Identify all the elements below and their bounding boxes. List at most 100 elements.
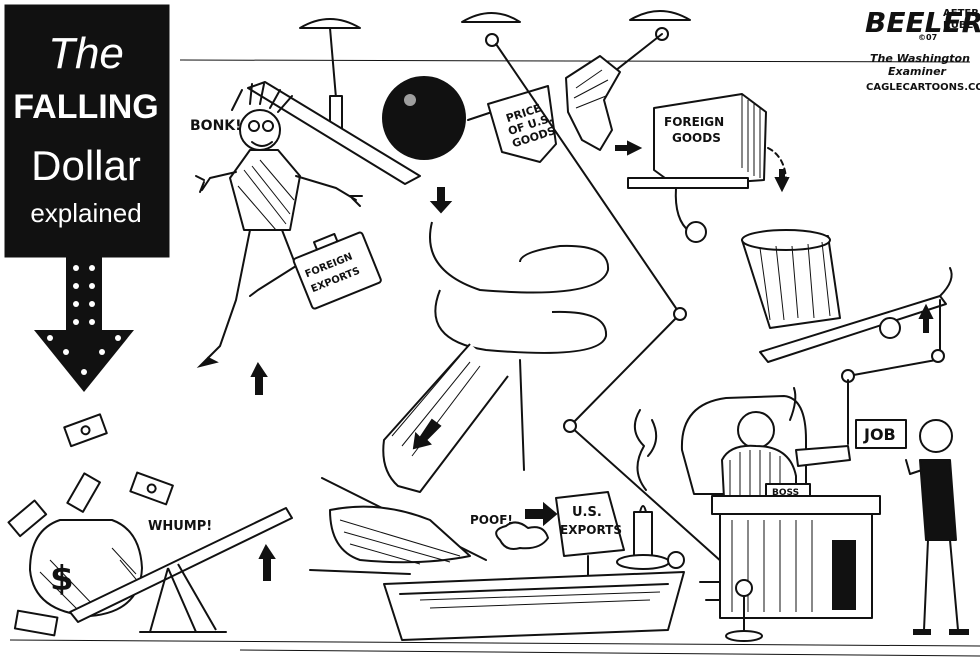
- up-arrow-lever: [918, 303, 934, 333]
- hair-spikes: [231, 83, 293, 113]
- year-text: ©07: [918, 33, 937, 42]
- arrow-bulbs: [47, 265, 121, 375]
- ceiling-hooks: [299, 10, 691, 99]
- us-exports-sign: U.S. EXPORTS: [555, 491, 625, 579]
- slide-middle-turn: [434, 289, 608, 354]
- candle: [616, 409, 685, 570]
- candle-dish: [616, 554, 670, 570]
- boss-head: [737, 411, 775, 449]
- foreign-goods-box: FOREIGN GOODS: [627, 93, 790, 243]
- lower-seesaw: [69, 507, 293, 633]
- title-falling: FALLING: [13, 88, 158, 126]
- artist-signature: BEELER: [865, 6, 980, 39]
- upper-plank: [247, 81, 421, 185]
- title-sign: The FALLING Dollar explained: [4, 4, 170, 392]
- signature-block: BEELER AFTER RUBE ©07 The Washington Exa…: [865, 6, 980, 93]
- ceiling-line: [179, 59, 971, 63]
- bowling-ball: [382, 76, 466, 160]
- slide-chute: [382, 343, 509, 493]
- poof-cloud: [495, 521, 549, 550]
- paper-name-line1: The Washington: [870, 52, 970, 65]
- boss-label: BOSS: [772, 488, 799, 498]
- boot-assembly: [565, 55, 643, 156]
- bill-2: [129, 471, 174, 506]
- boss-at-desk: JOB BOSS: [680, 387, 907, 619]
- hook-left: [299, 18, 361, 29]
- lever-hook: [939, 267, 953, 297]
- down-arrow-slide: [412, 418, 442, 450]
- slide-top-turn: [429, 221, 610, 294]
- bill-5: [66, 472, 101, 513]
- hook-right: [629, 10, 691, 21]
- upper-seesaw: [247, 76, 466, 185]
- candle-smoke: [633, 409, 658, 491]
- trash-can-lever: [741, 229, 953, 363]
- bonk-sound: BONK!: [190, 118, 242, 134]
- kicking-boot: [565, 55, 621, 151]
- standing-worker: [905, 419, 969, 635]
- money-bag: $: [29, 519, 143, 617]
- man-head: [239, 109, 281, 151]
- slide-pole: [519, 359, 525, 471]
- box-label-2: GOODS: [672, 131, 721, 145]
- whump-sound: WHUMP!: [148, 519, 212, 534]
- desk-top: [711, 495, 881, 515]
- man-left-arm: [195, 171, 237, 193]
- foreign-exports-briefcase: FOREIGN EXPORTS: [292, 231, 382, 310]
- lower-plank: [69, 507, 293, 623]
- floor-pull-plunger: [699, 579, 763, 642]
- worker-arm: [905, 459, 923, 475]
- worker-suit: [919, 459, 957, 541]
- water-tray: [383, 571, 685, 641]
- up-arrow-1: [250, 362, 268, 395]
- job-sign: [855, 419, 907, 449]
- hook-middle: [461, 12, 521, 23]
- title-sign-board: [4, 4, 170, 258]
- title-arrow-shaft: [66, 256, 102, 336]
- pulley-strings: [495, 43, 945, 581]
- candle-stick: [633, 511, 653, 559]
- man-jacket: [229, 149, 301, 231]
- sign-label-1: U.S.: [572, 505, 602, 520]
- rube-text: RUBE: [943, 20, 973, 31]
- main-string: [495, 43, 743, 581]
- floor-lines: [9, 639, 980, 657]
- lower-right-plank: [759, 295, 947, 363]
- title-explained: explained: [30, 198, 141, 228]
- price-flag: PRICE OF U.S. GOODS: [467, 85, 557, 163]
- title-dollar: Dollar: [31, 142, 141, 189]
- poof-sound: POOF!: [470, 513, 513, 527]
- up-arrow-seesaw: [258, 544, 276, 581]
- title-arrow-head: [34, 330, 134, 392]
- worker-legs: [923, 539, 959, 631]
- seesaw-stand: [149, 563, 217, 633]
- down-arrow-box: [774, 169, 790, 193]
- right-arrow-poof: [525, 501, 558, 527]
- sign-label-2: EXPORTS: [560, 523, 622, 537]
- boss-arm: [795, 445, 851, 467]
- box-label-1: FOREIGN: [664, 115, 724, 129]
- right-arrow-boot: [615, 140, 643, 156]
- money-bag-symbol: $: [50, 559, 74, 599]
- bill-1: [63, 413, 108, 448]
- spiral-slide: [382, 187, 610, 493]
- flying-bills: [7, 413, 174, 637]
- wall-shelf: [627, 177, 749, 189]
- man-right-arm: [295, 175, 363, 207]
- worker-head: [919, 419, 953, 453]
- man-left-leg: [207, 229, 251, 359]
- website-text: CAGLECARTOONS.COM: [866, 82, 980, 93]
- bill-3: [7, 499, 48, 538]
- falling-businessman: BONK! FOREIGN EXPORTS: [190, 83, 382, 395]
- title-the: The: [48, 29, 124, 78]
- bill-4: [13, 609, 59, 637]
- down-arrow-ball: [429, 187, 453, 214]
- job-label: JOB: [863, 425, 896, 444]
- price-flag-cloth: [487, 85, 557, 163]
- umbrella: [309, 477, 487, 575]
- after-text: AFTER: [943, 8, 979, 19]
- paper-name-line2: Examiner: [888, 65, 947, 78]
- man-right-leg: [249, 229, 297, 297]
